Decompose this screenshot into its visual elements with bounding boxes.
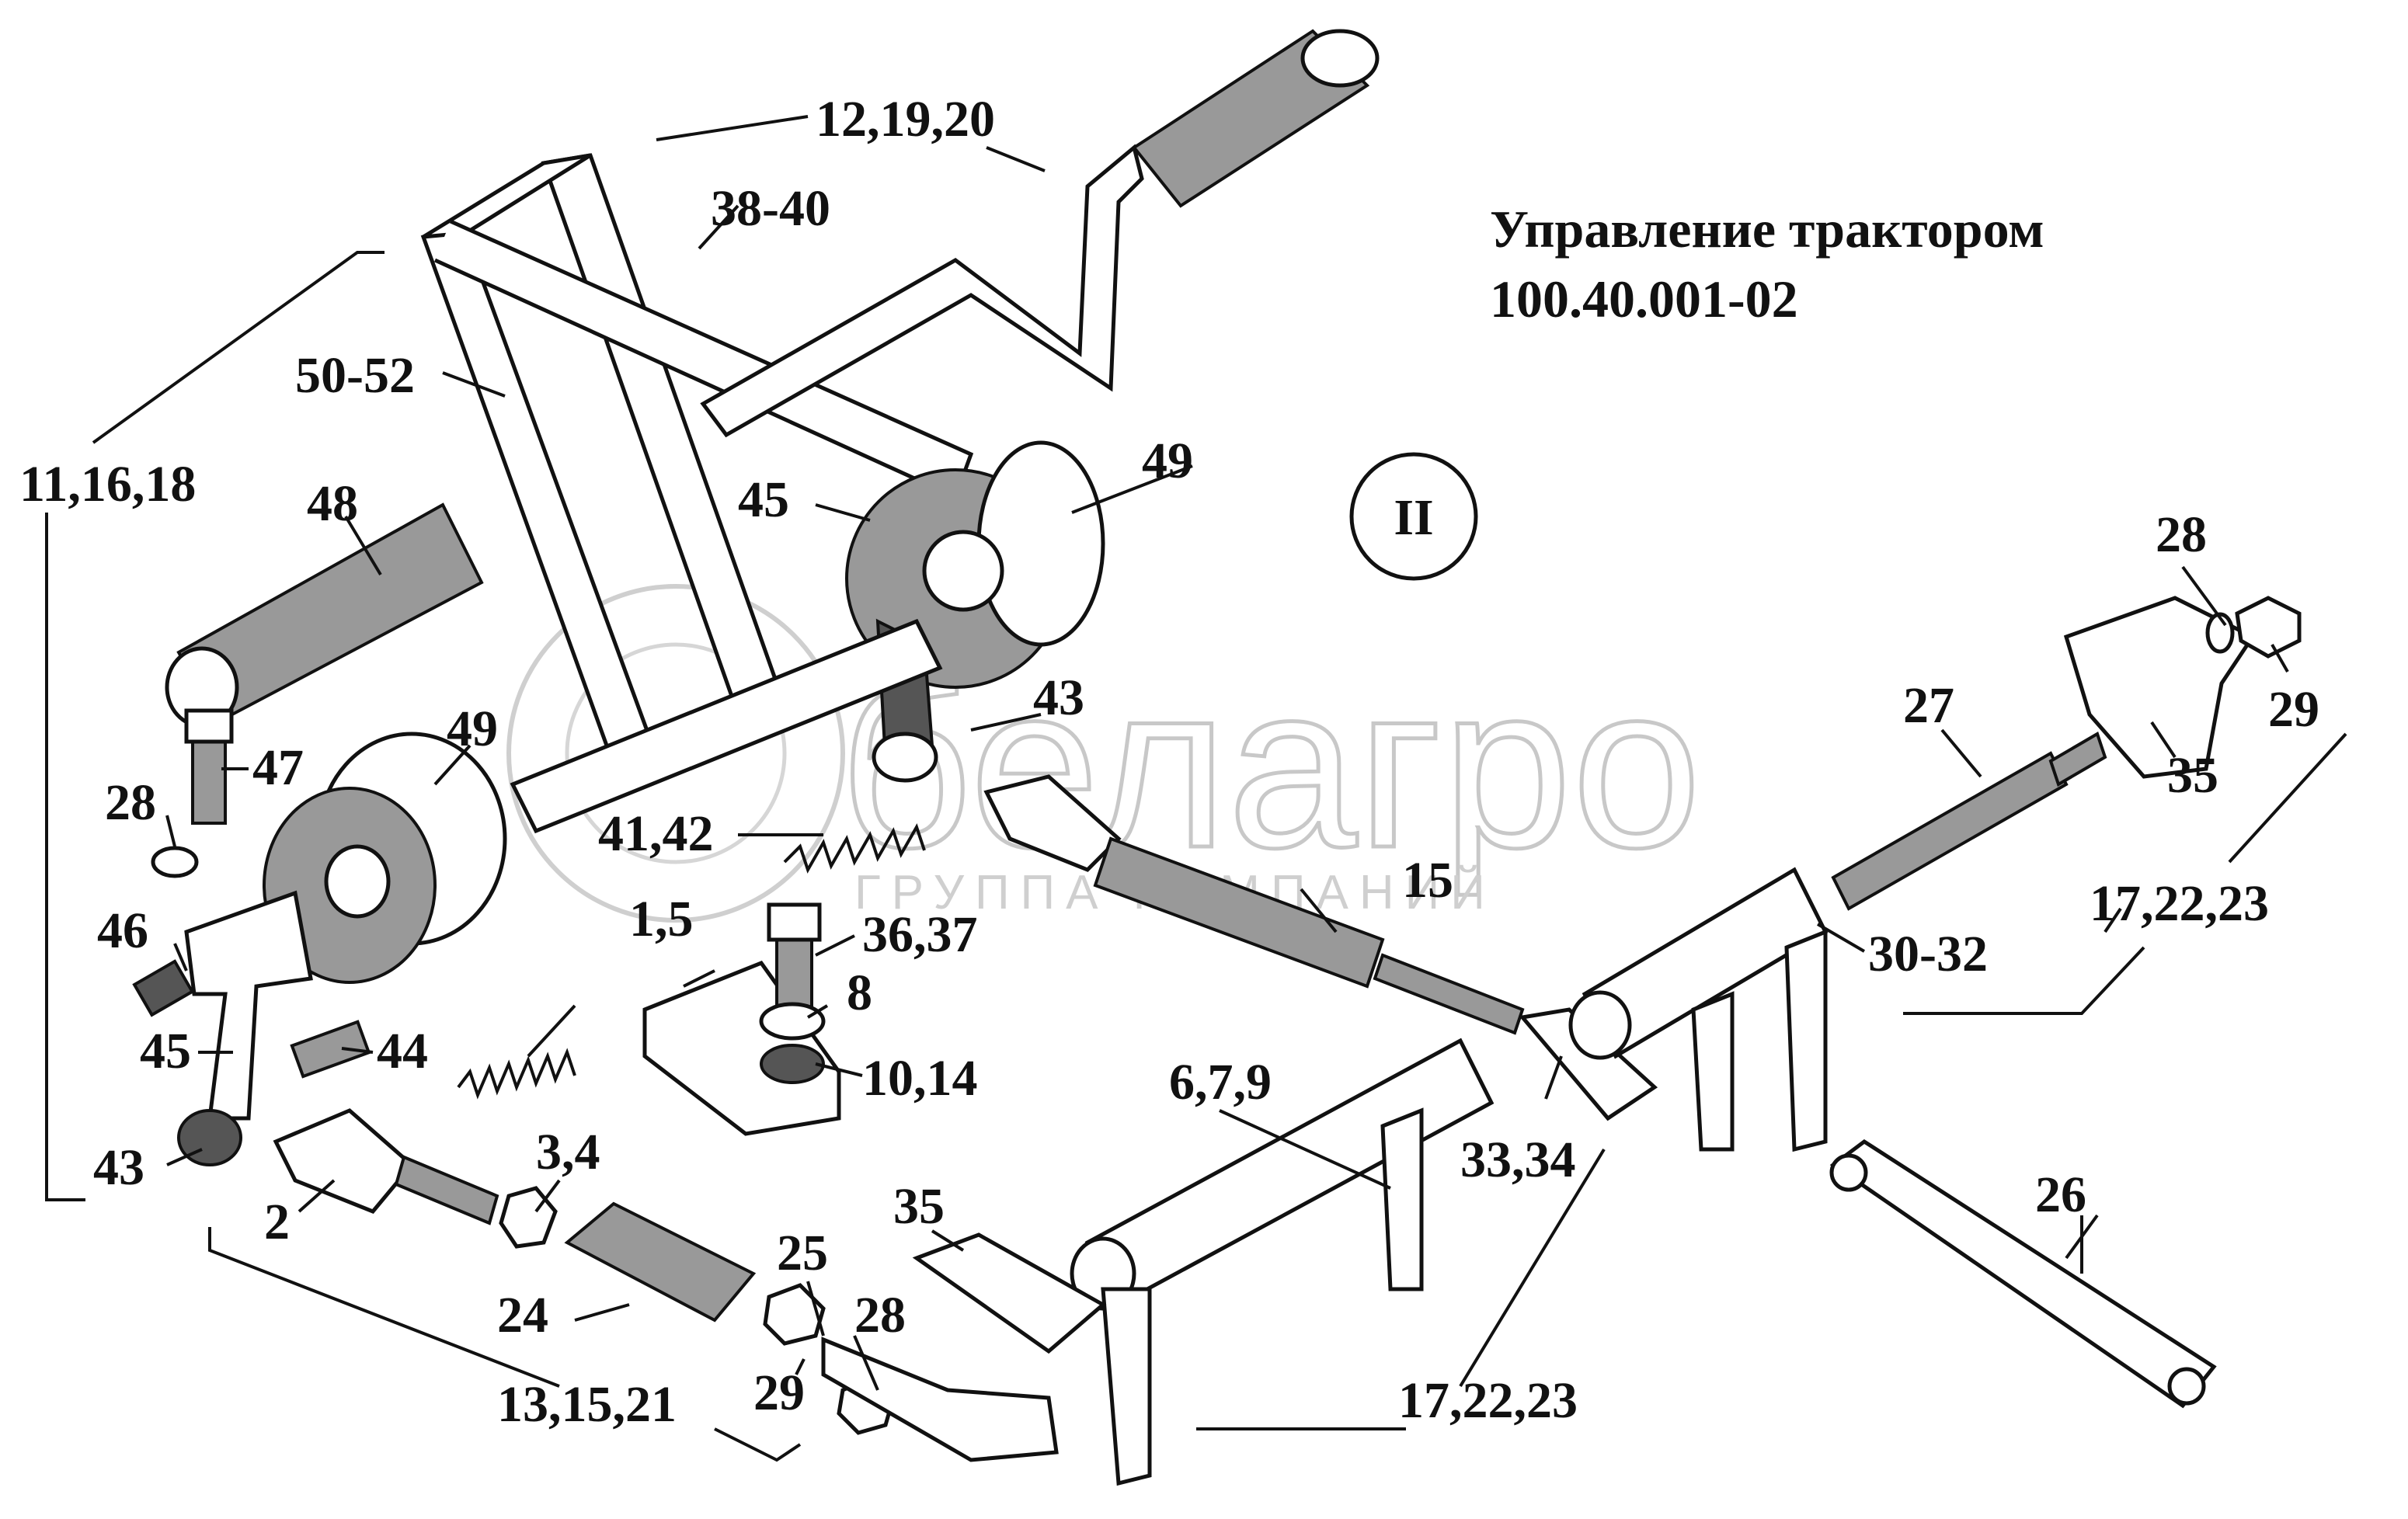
rod-27-thread bbox=[2048, 732, 2107, 787]
label-28-left: 28 bbox=[105, 774, 156, 831]
bar-26-eye-a bbox=[1829, 1153, 1868, 1192]
rod-15-fork bbox=[983, 774, 1122, 872]
threaded-rod-2 bbox=[394, 1155, 499, 1225]
spring-upper bbox=[783, 823, 926, 874]
nut-29-bottom-a bbox=[763, 1283, 826, 1346]
label-46: 46 bbox=[97, 902, 148, 959]
hub-top-bore bbox=[922, 530, 1004, 612]
pin-44 bbox=[290, 1020, 371, 1079]
bar-26-eye-b bbox=[2167, 1367, 2206, 1406]
leader-lines bbox=[45, 115, 2347, 1462]
label-13-15-21: 13,15,21 bbox=[497, 1376, 677, 1433]
label-11-16-18: 11,16,18 bbox=[19, 456, 196, 513]
label-29-bottom: 29 bbox=[753, 1364, 805, 1421]
label-45-top: 45 bbox=[738, 471, 789, 528]
label-30-32: 30-32 bbox=[1868, 926, 1988, 982]
label-49-left: 49 bbox=[447, 700, 498, 757]
nut-29-right bbox=[2235, 596, 2302, 659]
watermark-logo-inner bbox=[565, 642, 787, 864]
label-43-top: 43 bbox=[1033, 669, 1084, 726]
label-1-5: 1,5 bbox=[629, 891, 694, 947]
label-3-4: 3,4 bbox=[536, 1124, 600, 1180]
rod-15-thread bbox=[1373, 953, 1525, 1035]
label-38-40: 38-40 bbox=[711, 180, 830, 237]
lever-handle-rod bbox=[700, 144, 1144, 438]
label-27: 27 bbox=[1903, 677, 1954, 734]
washer-8 bbox=[759, 1002, 826, 1041]
label-33-34: 33,34 bbox=[1460, 1131, 1576, 1188]
hub-top-body bbox=[976, 440, 1105, 647]
label-12-19-20: 12,19,20 bbox=[816, 91, 995, 148]
label-26: 26 bbox=[2035, 1166, 2086, 1223]
cross-shaft bbox=[510, 618, 943, 834]
view-marker-circle bbox=[1349, 452, 1478, 581]
label-24: 24 bbox=[497, 1287, 548, 1343]
link-33-34 bbox=[1519, 1007, 1658, 1121]
bolt-47 bbox=[191, 728, 227, 825]
shaft-6-7-9 bbox=[1084, 1038, 1495, 1308]
label-28-right: 28 bbox=[2156, 506, 2207, 563]
bolt-47-head bbox=[184, 708, 234, 744]
hub-left-bore bbox=[324, 844, 391, 919]
pin-46 bbox=[132, 959, 195, 1017]
label-17-22-23-right: 17,22,23 bbox=[2090, 875, 2269, 932]
callout-labels: 12,19,20 38-40 50-52 11,16,18 48 45 49 4… bbox=[19, 91, 2319, 1433]
rod-27 bbox=[1831, 751, 2069, 911]
label-47: 47 bbox=[252, 739, 304, 796]
label-35-right: 35 bbox=[2167, 747, 2218, 804]
bar-26 bbox=[1829, 1138, 2217, 1409]
view-marker-label: II bbox=[1394, 489, 1433, 546]
label-6-7-9: 6,7,9 bbox=[1169, 1054, 1272, 1111]
label-41-42: 41,42 bbox=[598, 805, 714, 862]
shaft-30-32-end bbox=[1568, 990, 1632, 1060]
arm-top-eye bbox=[872, 732, 938, 783]
washer-10-14 bbox=[760, 1044, 825, 1084]
label-35-bottom: 35 bbox=[893, 1178, 945, 1235]
label-25: 25 bbox=[777, 1225, 828, 1281]
arm-30-32-a bbox=[1691, 991, 1735, 1152]
arm-6-7-9-down bbox=[1101, 1287, 1152, 1486]
washer-28-left bbox=[151, 846, 199, 878]
fork-25 bbox=[821, 1337, 1059, 1462]
watermark-logo-ring bbox=[506, 584, 845, 923]
diagram-title-line2: 100.40.001-02 bbox=[1490, 269, 1798, 328]
label-2: 2 bbox=[264, 1194, 290, 1250]
label-36-37: 36,37 bbox=[862, 906, 978, 963]
label-17-22-23-bottom: 17,22,23 bbox=[1398, 1372, 1578, 1429]
arm-30-32-b bbox=[1784, 929, 1828, 1152]
label-15: 15 bbox=[1402, 852, 1453, 909]
label-48: 48 bbox=[307, 475, 358, 532]
parts-artwork bbox=[132, 29, 2302, 1486]
lever-grip-end bbox=[1300, 29, 1380, 88]
arm-6-7-9-a bbox=[1380, 1107, 1424, 1291]
label-43-left: 43 bbox=[93, 1139, 144, 1196]
bolt-36-37-head bbox=[767, 902, 822, 942]
bracket-left bbox=[184, 890, 313, 1121]
label-44: 44 bbox=[377, 1023, 428, 1079]
label-10-14: 10,14 bbox=[862, 1050, 978, 1107]
label-8: 8 bbox=[847, 965, 872, 1021]
label-28-bottom: 28 bbox=[854, 1287, 906, 1343]
label-50-52: 50-52 bbox=[295, 347, 415, 404]
coupling-24 bbox=[564, 1201, 757, 1323]
label-45-left: 45 bbox=[140, 1023, 191, 1079]
bracket-35-right bbox=[2063, 596, 2256, 779]
fork-2 bbox=[273, 1108, 415, 1214]
rod-15-body bbox=[1093, 836, 1385, 989]
spring-lower bbox=[457, 1048, 576, 1100]
plate-35-bottom bbox=[912, 1232, 1107, 1354]
watermark: белагро ГРУППА КОМПАНИЙ bbox=[506, 584, 1703, 923]
diagram-title-line1: Управление трактором bbox=[1490, 200, 2044, 259]
label-49-top: 49 bbox=[1142, 433, 1193, 489]
label-29-right: 29 bbox=[2268, 681, 2319, 738]
